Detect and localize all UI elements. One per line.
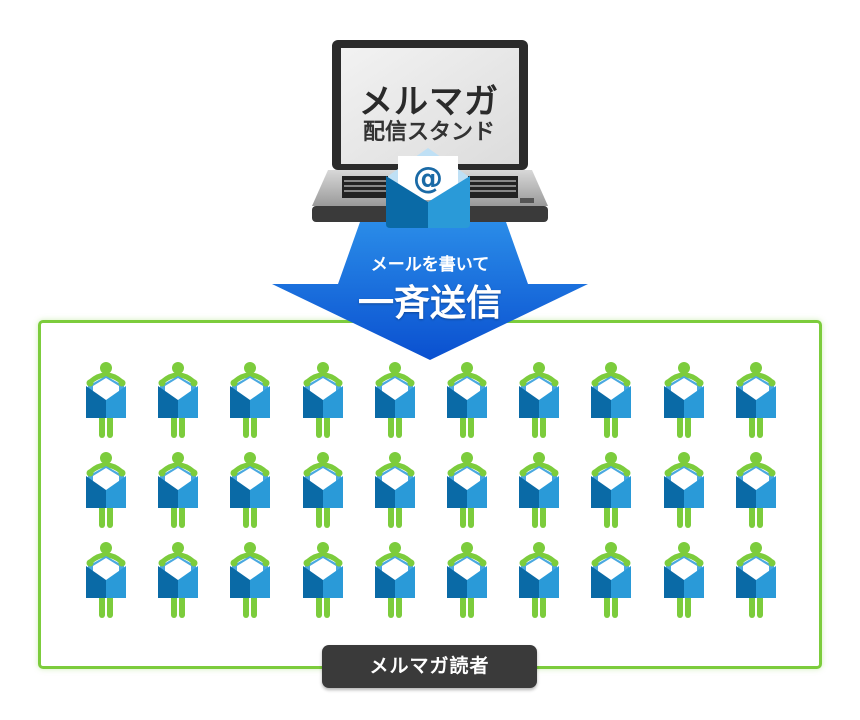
reader-icon <box>443 450 491 530</box>
reader-icon <box>371 360 419 440</box>
reader-icon <box>732 450 780 530</box>
readers-label: メルマガ読者 <box>322 645 537 688</box>
reader-icon <box>154 450 202 530</box>
reader-icon <box>82 450 130 530</box>
reader-icon <box>154 540 202 620</box>
reader-icon <box>371 540 419 620</box>
reader-icon <box>226 360 274 440</box>
reader-icon <box>82 540 130 620</box>
reader-icon <box>660 360 708 440</box>
reader-icon <box>443 360 491 440</box>
reader-icon <box>587 540 635 620</box>
arrow-title: 一斉送信 <box>357 283 502 324</box>
reader-icon <box>587 360 635 440</box>
arrow-subtitle: メールを書いて <box>370 255 490 275</box>
reader-icon <box>299 450 347 530</box>
reader-icon <box>299 540 347 620</box>
laptop-title: メルマガ <box>359 82 499 122</box>
at-sign: @ <box>413 161 443 196</box>
reader-icon <box>515 360 563 440</box>
reader-icon <box>732 540 780 620</box>
reader-icon <box>443 540 491 620</box>
reader-icon <box>515 450 563 530</box>
email-envelope-icon: @ <box>386 148 470 228</box>
reader-icon <box>82 360 130 440</box>
reader-icon <box>154 360 202 440</box>
reader-icon <box>226 540 274 620</box>
arrow-down-icon <box>272 222 588 360</box>
reader-icon <box>371 450 419 530</box>
reader-icon <box>660 450 708 530</box>
reader-icon <box>299 360 347 440</box>
laptop-subtitle: 配信スタンド <box>362 120 495 145</box>
reader-icon <box>732 360 780 440</box>
reader-icon <box>226 450 274 530</box>
reader-icon <box>587 450 635 530</box>
reader-icon <box>515 540 563 620</box>
reader-icon <box>660 540 708 620</box>
